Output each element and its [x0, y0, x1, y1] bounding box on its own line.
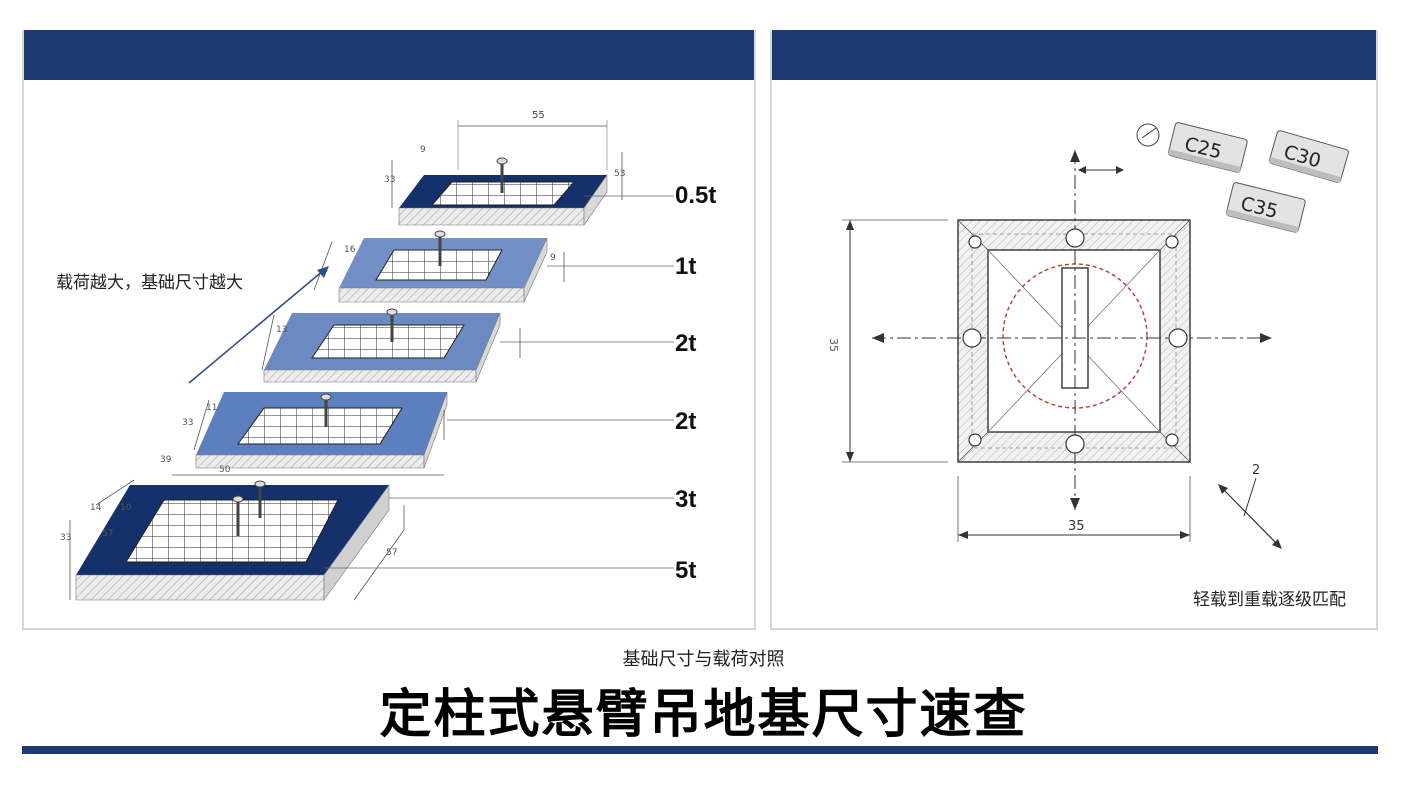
left-panel: 55 9 33 53 16 13 9 11 33 50 14 10 33 57 …	[22, 30, 756, 630]
dim-label: 9	[550, 253, 556, 263]
right-header-band	[772, 30, 1376, 80]
dim-top-width: 55	[532, 110, 545, 121]
subtitle: 基础尺寸与载荷对照	[622, 649, 785, 670]
slab-5t-base	[69, 479, 674, 601]
dim-label: 33	[182, 418, 193, 428]
load-label: 3t	[675, 486, 697, 513]
load-label: 2t	[675, 330, 697, 357]
foundation-plan-drawing: 35 35 2 C25 C30 C35	[827, 122, 1349, 549]
bottom-bar	[22, 746, 1378, 754]
dim-label: 39	[160, 455, 172, 465]
dim-label: 33	[384, 175, 395, 185]
left-note: 载荷越大，基础尺寸越大	[56, 273, 243, 293]
dim-label: 11	[206, 403, 217, 413]
left-header-band	[24, 30, 754, 80]
foundation-stack-diagram: 55 9 33 53 16 13 9 11 33 50 14 10 33 57 …	[60, 110, 674, 601]
dim-label: 10	[120, 503, 132, 513]
arrow-label: 2	[1252, 463, 1260, 478]
grade-tag-c25: C25	[1167, 122, 1248, 173]
grade-tag-c30: C30	[1268, 130, 1349, 184]
dim-label: 14	[90, 503, 102, 513]
dim-label: 33	[60, 533, 71, 543]
increase-arrow	[188, 266, 329, 384]
dim-label: 50	[219, 465, 231, 475]
grade-tag-c35: C35	[1225, 182, 1306, 233]
slab-2t-upper	[261, 308, 674, 383]
dim-label: 57	[102, 529, 113, 539]
load-label: 5t	[675, 557, 697, 584]
right-panel: 35 35 2 C25 C30 C35 轻载到重载逐级	[770, 30, 1378, 630]
dim-label: 13	[276, 325, 287, 335]
dim-label: 16	[344, 245, 356, 255]
slab-0-5t	[391, 120, 674, 226]
slab-2t-lower	[172, 391, 674, 476]
dim-left: 35	[827, 338, 840, 352]
load-label: 0.5t	[675, 182, 717, 209]
load-label: 2t	[675, 408, 697, 435]
dim-label: 57	[386, 548, 397, 558]
dim-label: 53	[614, 169, 625, 179]
right-note: 轻载到重载逐级匹配	[1193, 590, 1346, 610]
slab-1t	[313, 230, 674, 303]
page-title: 定柱式悬臂吊地基尺寸速查	[379, 685, 1028, 745]
dim-bottom: 35	[1068, 519, 1085, 534]
dim-label: 9	[420, 145, 426, 155]
load-label: 1t	[675, 253, 697, 280]
